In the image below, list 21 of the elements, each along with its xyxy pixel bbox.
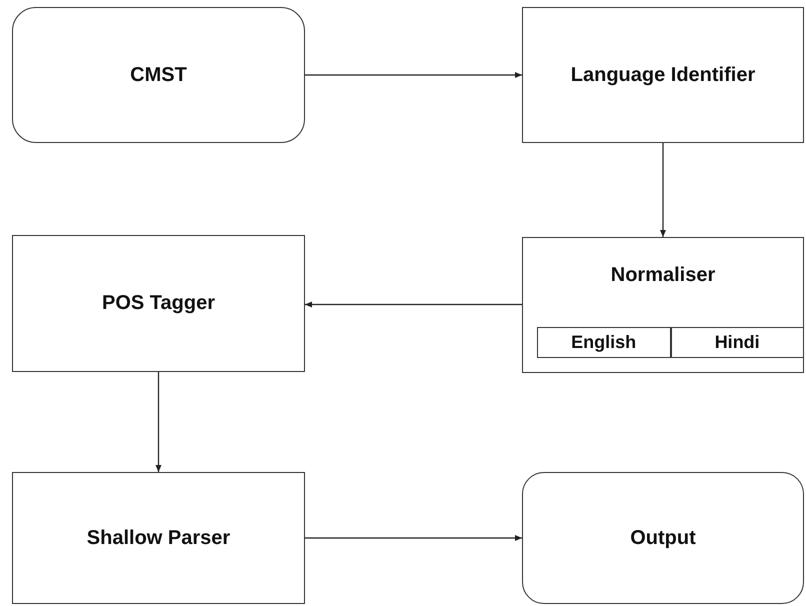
node-label: Hindi (714, 332, 760, 353)
node-label: CMST (130, 64, 187, 86)
sub-box (536, 326, 671, 358)
process-box (12, 472, 305, 604)
process-box (12, 235, 305, 372)
node-label: English (571, 332, 636, 353)
arrow (660, 143, 666, 237)
terminal-box (12, 7, 305, 143)
node-label: Language Identifier (570, 64, 756, 86)
group-box (522, 237, 804, 373)
node-label: Output (630, 526, 696, 550)
node-label: Shallow Parser (86, 526, 230, 550)
process-box (522, 7, 804, 143)
arrow (305, 72, 522, 78)
terminal-box (522, 472, 804, 604)
node-label: POS Tagger (102, 292, 215, 315)
arrow (305, 535, 522, 541)
node-label: Normaliser (610, 264, 716, 287)
arrow (305, 302, 522, 308)
arrow (156, 372, 162, 472)
sub-box (670, 326, 804, 358)
